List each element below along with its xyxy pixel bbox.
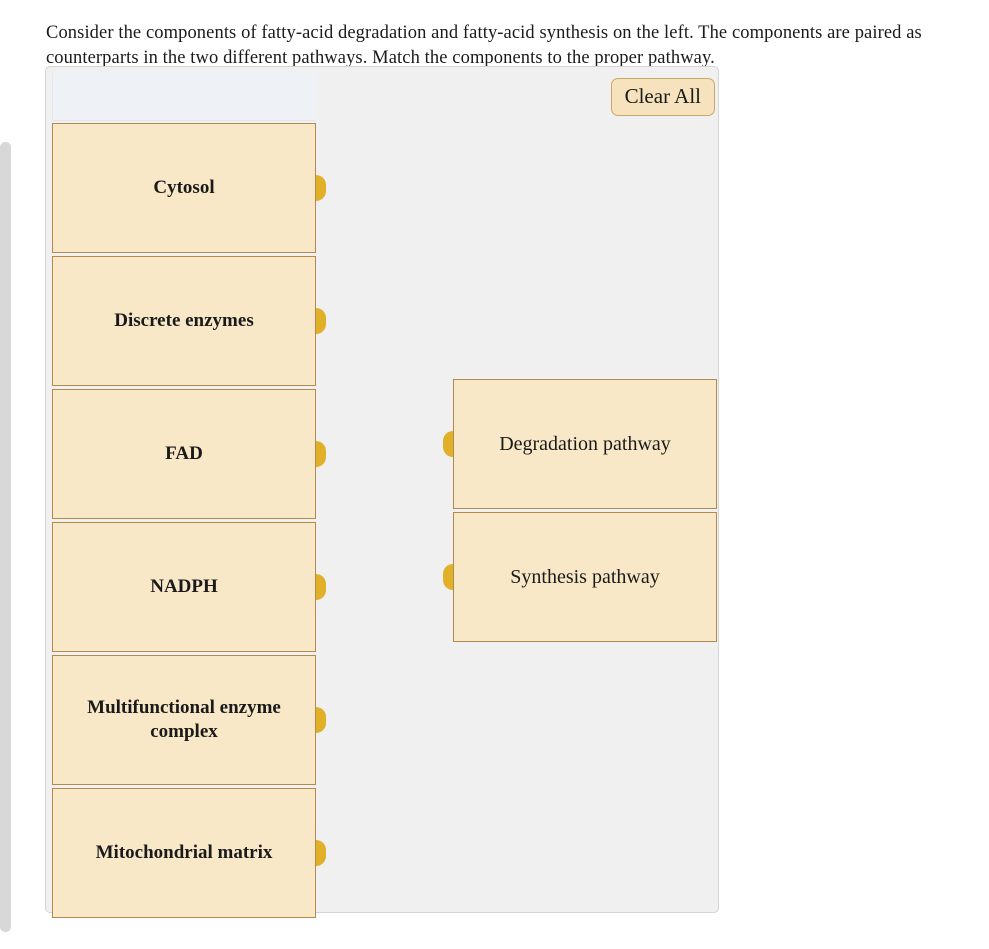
connector-knob-icon[interactable]	[316, 175, 326, 201]
card-label: Cytosol	[153, 177, 215, 198]
card-label: Degradation pathway	[499, 433, 671, 455]
clear-all-button[interactable]: Clear All	[610, 78, 715, 117]
card-label: Discrete enzymes	[114, 310, 254, 331]
component-card-mitochondrial-matrix[interactable]: Mitochondrial matrix	[52, 788, 326, 918]
drop-target-band[interactable]	[52, 73, 316, 121]
component-card-multifunctional-enzyme-complex[interactable]: Multifunctional enzyme complex	[52, 655, 326, 785]
connector-knob-icon[interactable]	[316, 707, 326, 733]
card-label: Multifunctional enzyme complex	[87, 697, 281, 742]
components-column: Cytosol Discrete enzymes FAD NADPH Multi…	[52, 123, 326, 921]
connector-knob-icon[interactable]	[316, 441, 326, 467]
component-card-cytosol[interactable]: Cytosol	[52, 123, 326, 253]
component-card-discrete-enzymes[interactable]: Discrete enzymes	[52, 256, 326, 386]
matching-exercise-panel: Clear All Cytosol Discrete enzymes FAD N…	[45, 66, 719, 918]
connector-knob-icon[interactable]	[443, 564, 453, 590]
pathway-card-synthesis[interactable]: Synthesis pathway	[443, 512, 717, 642]
component-card-fad[interactable]: FAD	[52, 389, 326, 519]
pathways-column: Degradation pathway Synthesis pathway	[443, 379, 717, 645]
card-label: FAD	[165, 443, 203, 464]
component-card-nadph[interactable]: NADPH	[52, 522, 326, 652]
instruction-prompt: Consider the components of fatty-acid de…	[46, 22, 922, 68]
pathway-card-degradation[interactable]: Degradation pathway	[443, 379, 717, 509]
page-scroll-gutter[interactable]	[0, 142, 11, 932]
connector-knob-icon[interactable]	[443, 431, 453, 457]
card-label: Mitochondrial matrix	[95, 842, 273, 863]
connector-knob-icon[interactable]	[316, 308, 326, 334]
card-label: NADPH	[150, 576, 218, 597]
card-label: Synthesis pathway	[510, 566, 660, 588]
connector-knob-icon[interactable]	[316, 840, 326, 866]
connector-knob-icon[interactable]	[316, 574, 326, 600]
